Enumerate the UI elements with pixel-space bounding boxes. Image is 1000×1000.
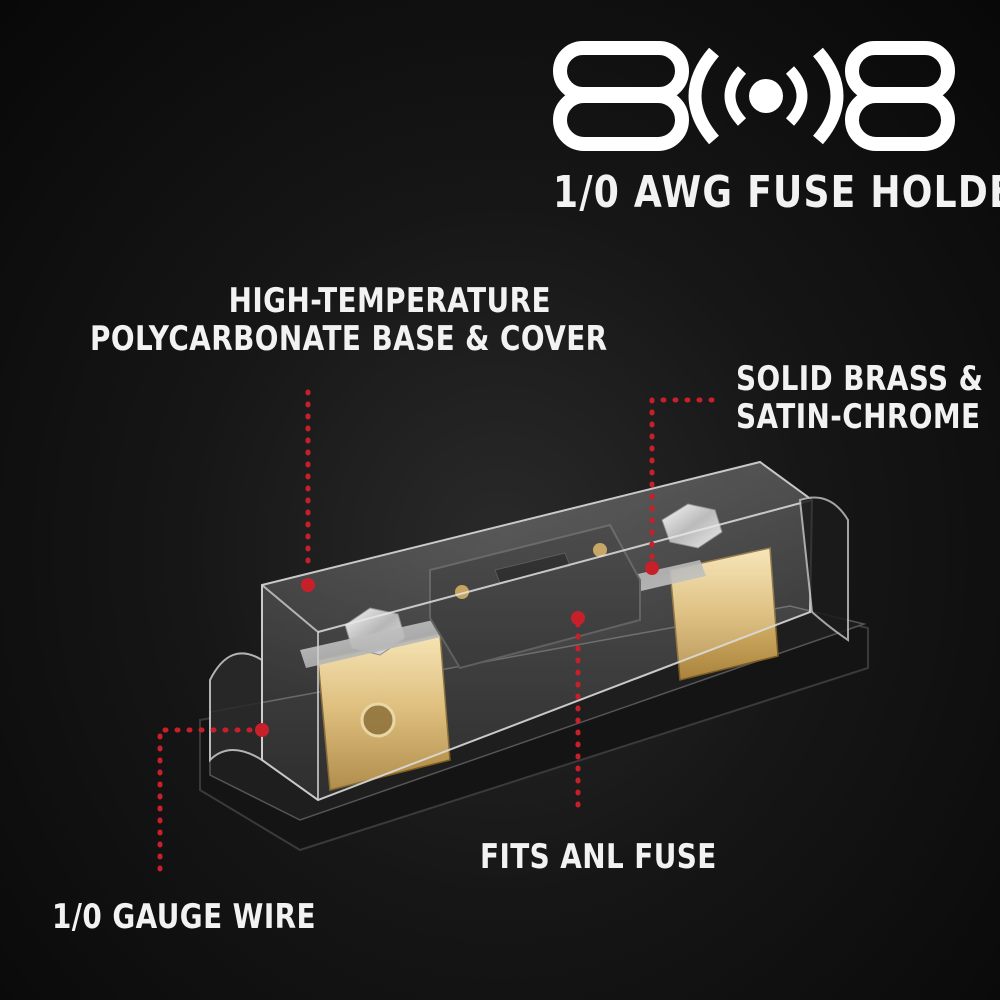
callout-label-polycarbonate: HIGH-TEMPERATURE POLYCARBONATE BASE & CO…: [90, 282, 608, 358]
callout-line-wire: [157, 727, 265, 875]
fuse-holder: [199, 460, 869, 852]
product-title: 1/0 AWG FUSE HOLDER: [553, 167, 1000, 218]
callout-label-brass-line1: SOLID BRASS &: [736, 359, 984, 399]
callout-dot-wire: [255, 723, 269, 737]
callout-dots: [255, 561, 659, 737]
callout-dot-anl: [571, 611, 585, 625]
logo-right-b: [845, 41, 955, 151]
callout-label-polycarbonate-line2: POLYCARBONATE BASE & COVER: [90, 319, 608, 360]
callout-label-anl: FITS ANL FUSE: [480, 837, 717, 877]
callout-lines: [157, 389, 715, 875]
logo-left-b: [553, 41, 689, 151]
callout-dot-polycarbonate: [301, 578, 315, 592]
callout-line-brass: [649, 397, 715, 563]
callout-label-polycarbonate-line1: HIGH-TEMPERATURE: [228, 281, 551, 321]
callout-label-brass: SOLID BRASS & SATIN-CHROME: [736, 360, 983, 436]
callout-dot-brass: [645, 561, 659, 575]
callout-label-wire: 1/0 GAUGE WIRE: [52, 897, 316, 937]
callout-label-brass-line2: SATIN-CHROME: [736, 397, 981, 438]
brand-logo: [553, 41, 955, 151]
